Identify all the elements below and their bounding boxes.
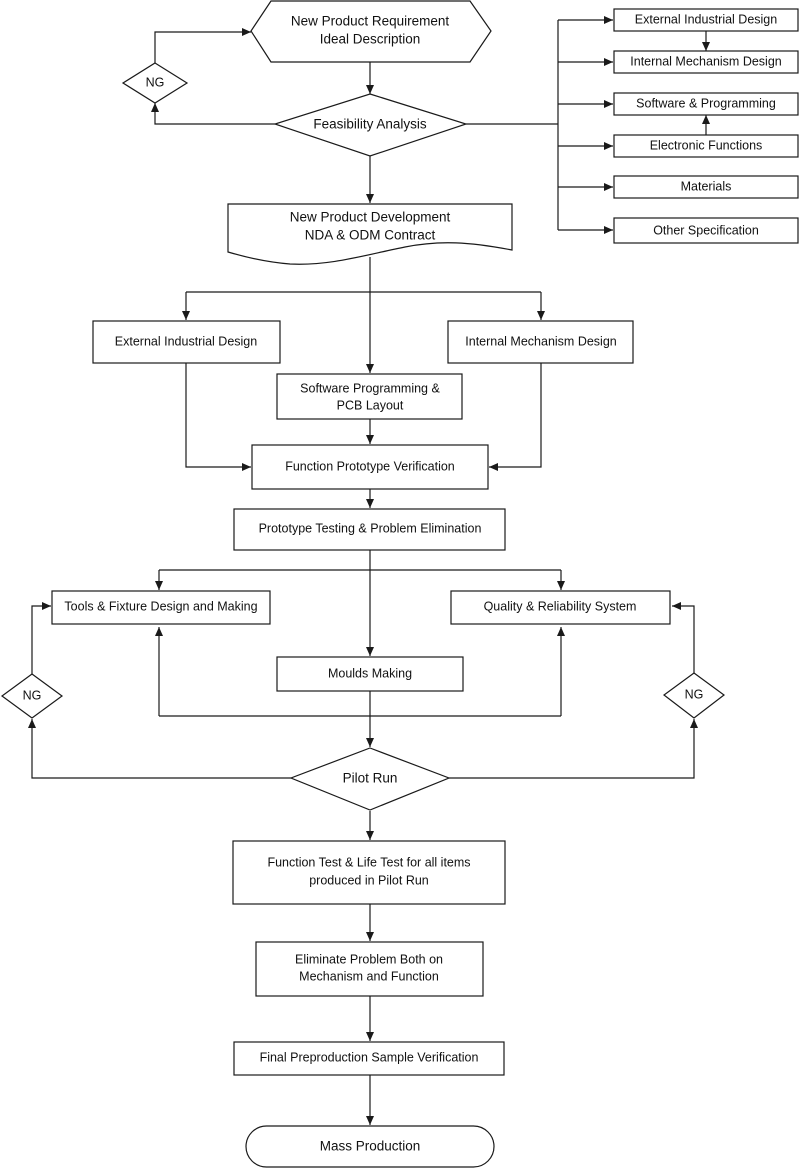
arrow-pilot-to-ng-right — [449, 719, 698, 779]
eliminate-problem-line-1: Eliminate Problem Both on — [295, 952, 443, 966]
pilot-run-label: Pilot Run — [343, 771, 398, 786]
contract-line-2: NDA & ODM Contract — [305, 228, 436, 243]
software-pcb-line-1: Software Programming & — [300, 381, 440, 395]
moulds-box: Moulds Making — [276, 656, 464, 692]
ng-decision-top: NG — [121, 62, 189, 104]
function-life-test-line-1: Function Test & Life Test for all items — [267, 855, 470, 869]
contract-line-1: New Product Development — [290, 210, 451, 225]
external-design-label: External Industrial Design — [115, 334, 257, 348]
final-sample-label: Final Preproduction Sample Verification — [260, 1050, 479, 1064]
start-line-1: New Product Requirement — [291, 14, 450, 29]
prototype-testing-box: Prototype Testing & Problem Elimination — [233, 508, 506, 551]
moulds-label: Moulds Making — [328, 666, 412, 680]
connectors — [28, 16, 710, 1125]
arrow-ng-left-to-tools — [31, 602, 51, 674]
pilot-run-decision: Pilot Run — [289, 747, 451, 811]
mass-production-label: Mass Production — [320, 1139, 421, 1154]
spec-software-box: Software & Programming — [613, 92, 799, 116]
spec-internal-label: Internal Mechanism Design — [630, 54, 782, 68]
quality-system-box: Quality & Reliability System — [450, 590, 671, 625]
software-pcb-line-2: PCB Layout — [337, 398, 404, 412]
function-life-test-box: Function Test & Life Test for all items … — [232, 840, 506, 905]
eliminate-problem-line-2: Mechanism and Function — [299, 969, 439, 983]
prototype-testing-label: Prototype Testing & Problem Elimination — [259, 521, 482, 535]
spec-other-label: Other Specification — [653, 223, 759, 237]
spec-external-label: External Industrial Design — [635, 12, 777, 26]
prototype-verification-box: Function Prototype Verification — [251, 444, 489, 490]
function-life-test-line-2: produced in Pilot Run — [309, 873, 429, 887]
spec-electronic-box: Electronic Functions — [613, 134, 799, 158]
ng-decision-left: NG — [0, 673, 64, 719]
arrow-external-to-verification — [185, 363, 251, 471]
feasibility-decision: Feasibility Analysis — [273, 93, 468, 157]
feasibility-label: Feasibility Analysis — [313, 117, 427, 132]
ng-decision-right: NG — [662, 672, 726, 719]
spec-other-box: Other Specification — [613, 217, 799, 244]
tools-fixture-label: Tools & Fixture Design and Making — [64, 599, 257, 613]
ng-right-label: NG — [685, 687, 704, 701]
software-pcb-box: Software Programming & PCB Layout — [276, 373, 463, 420]
internal-design-box: Internal Mechanism Design — [447, 320, 634, 364]
quality-system-label: Quality & Reliability System — [484, 599, 637, 613]
spec-external-box: External Industrial Design — [613, 8, 799, 32]
spec-internal-box: Internal Mechanism Design — [613, 50, 799, 74]
spec-electronic-label: Electronic Functions — [650, 138, 763, 152]
internal-design-label: Internal Mechanism Design — [465, 334, 617, 348]
start-line-2: Ideal Description — [320, 32, 421, 47]
spec-materials-box: Materials — [613, 175, 799, 199]
arrow-ng-right-to-quality — [672, 602, 695, 673]
spec-materials-label: Materials — [681, 179, 732, 193]
arrow-ng-to-start — [154, 28, 251, 63]
tools-fixture-box: Tools & Fixture Design and Making — [51, 590, 271, 625]
contract-document: New Product Development NDA & ODM Contra… — [227, 203, 513, 265]
start-node: New Product Requirement Ideal Descriptio… — [250, 0, 492, 63]
eliminate-problem-box: Eliminate Problem Both on Mechanism and … — [255, 941, 484, 997]
ng-left-label: NG — [23, 688, 42, 702]
mass-production-terminal: Mass Production — [245, 1125, 495, 1168]
spec-software-label: Software & Programming — [636, 96, 776, 110]
final-sample-box: Final Preproduction Sample Verification — [233, 1041, 505, 1076]
ng-top-label: NG — [146, 75, 165, 89]
external-design-box: External Industrial Design — [92, 320, 281, 364]
arrow-feasibility-to-ng — [151, 103, 275, 125]
prototype-verification-label: Function Prototype Verification — [285, 459, 455, 473]
arrow-pilot-to-ng-left — [28, 719, 291, 779]
arrow-internal-to-verification — [489, 363, 542, 471]
